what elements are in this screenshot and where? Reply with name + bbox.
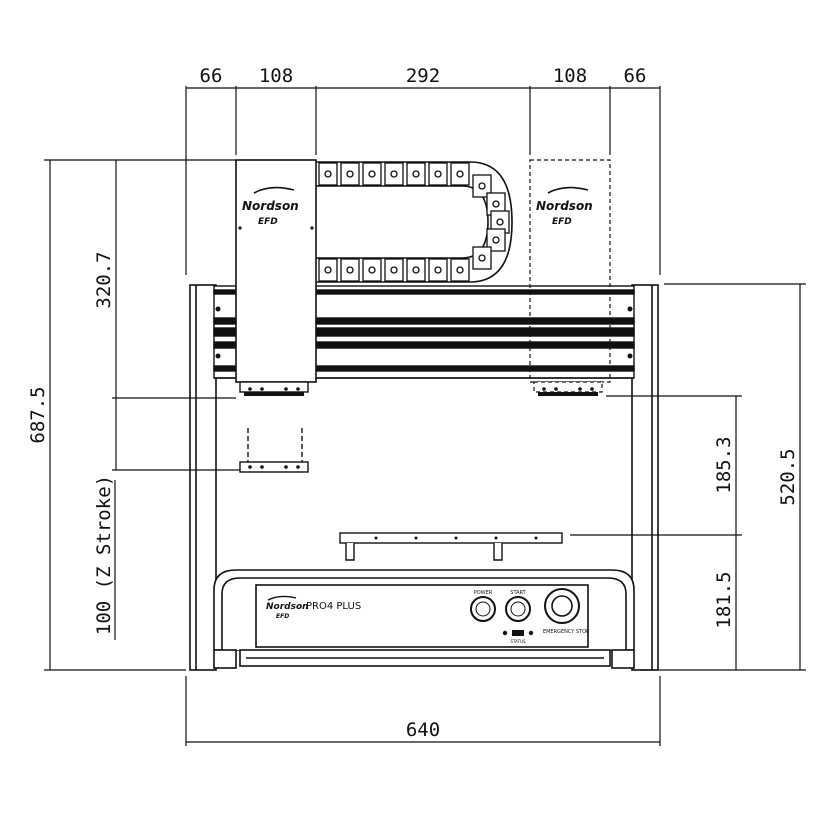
dim-overall-width: 640 [406, 719, 440, 741]
ghost-logo-sub: EFD [552, 217, 572, 227]
indicator-label: STATUS [510, 639, 525, 644]
z-stroke-tool [247, 428, 303, 462]
right-dimension-lines [570, 283, 806, 671]
work-table [339, 532, 563, 561]
chain-link-pin [412, 170, 420, 178]
chain-link [340, 258, 360, 282]
ghost-logo-swoosh [547, 186, 589, 194]
indicator-led-left [502, 630, 508, 636]
chain-link [406, 162, 426, 186]
cable-chain [316, 161, 513, 283]
x-beam-screws [215, 306, 633, 359]
power-button[interactable] [470, 596, 496, 622]
chain-link-pin [456, 266, 464, 274]
chain-link-pin [368, 170, 376, 178]
chain-link-pin [434, 266, 442, 274]
chain-link [318, 162, 338, 186]
chain-link-pin [324, 266, 332, 274]
base-housing [213, 569, 635, 669]
base-logo-swoosh [267, 595, 297, 601]
dim-top-2: 108 [259, 65, 293, 87]
head-logo-sub: EFD [258, 217, 278, 227]
chain-link-pin [478, 182, 486, 190]
head-logo: Nordson [242, 199, 299, 213]
z-head [235, 159, 317, 396]
dim-top-5: 66 [624, 65, 647, 87]
dim-gantry-height: 320.7 [93, 251, 115, 308]
dim-overall-height: 687.5 [27, 386, 49, 443]
chain-link [406, 258, 426, 282]
head-logo-swoosh [253, 186, 295, 194]
left-dimension-lines [44, 159, 240, 671]
top-dimension-chain [185, 86, 661, 275]
chain-link-pin [324, 170, 332, 178]
start-button[interactable] [505, 596, 531, 622]
z-stroke-foot [239, 461, 309, 473]
chain-link [384, 258, 404, 282]
ghost-logo: Nordson [536, 199, 593, 213]
chain-link-pin [456, 170, 464, 178]
model-name: PRO4 PLUS [306, 601, 361, 612]
chain-link [472, 174, 492, 198]
chain-link-pin [346, 266, 354, 274]
emergency-stop-inner [551, 595, 573, 617]
dim-top-4: 108 [553, 65, 587, 87]
chain-link [486, 228, 506, 252]
chain-link [450, 162, 470, 186]
chain-link-pin [492, 200, 500, 208]
emergency-stop-button[interactable] [544, 588, 580, 624]
estop-label: EMERGENCY STOP [543, 629, 589, 635]
dim-lower-clearance: 181.5 [713, 571, 735, 628]
base-logo: Nordson [266, 602, 309, 612]
z-head-ghost [529, 159, 611, 383]
chain-link [362, 258, 382, 282]
indicator-led-right [528, 630, 534, 636]
start-button-inner [510, 601, 526, 617]
chain-link-pin [492, 236, 500, 244]
power-button-inner [475, 601, 491, 617]
chain-link-pin [390, 266, 398, 274]
z-head-ghost-foot [533, 381, 603, 396]
chain-link [362, 162, 382, 186]
chain-link-pin [390, 170, 398, 178]
button-left-label: POWER [474, 590, 493, 596]
cable-chain-links [318, 162, 510, 282]
button-mid-label: START [510, 590, 526, 596]
base-logo-sub: EFD [276, 613, 289, 620]
chain-link-pin [478, 254, 486, 262]
chain-link-pin [496, 218, 504, 226]
chain-link-pin [412, 266, 420, 274]
chain-link [340, 162, 360, 186]
frame-columns [189, 284, 659, 671]
dim-upper-clearance: 185.3 [713, 436, 735, 493]
dim-right-height: 520.5 [777, 448, 799, 505]
chain-link [384, 162, 404, 186]
chain-link [428, 162, 448, 186]
chain-link [450, 258, 470, 282]
chain-link [318, 258, 338, 282]
work-table-holes [374, 536, 538, 540]
dim-top-1: 66 [200, 65, 223, 87]
indicator-display [512, 630, 524, 636]
chain-link-pin [346, 170, 354, 178]
chain-link-pin [368, 266, 376, 274]
chain-link-pin [434, 170, 442, 178]
chain-link [428, 258, 448, 282]
dim-top-3: 292 [406, 65, 440, 87]
dim-z-stroke: 100 (Z Stroke) [93, 475, 115, 635]
chain-link [472, 246, 492, 270]
bottom-dimension-lines [185, 676, 661, 746]
